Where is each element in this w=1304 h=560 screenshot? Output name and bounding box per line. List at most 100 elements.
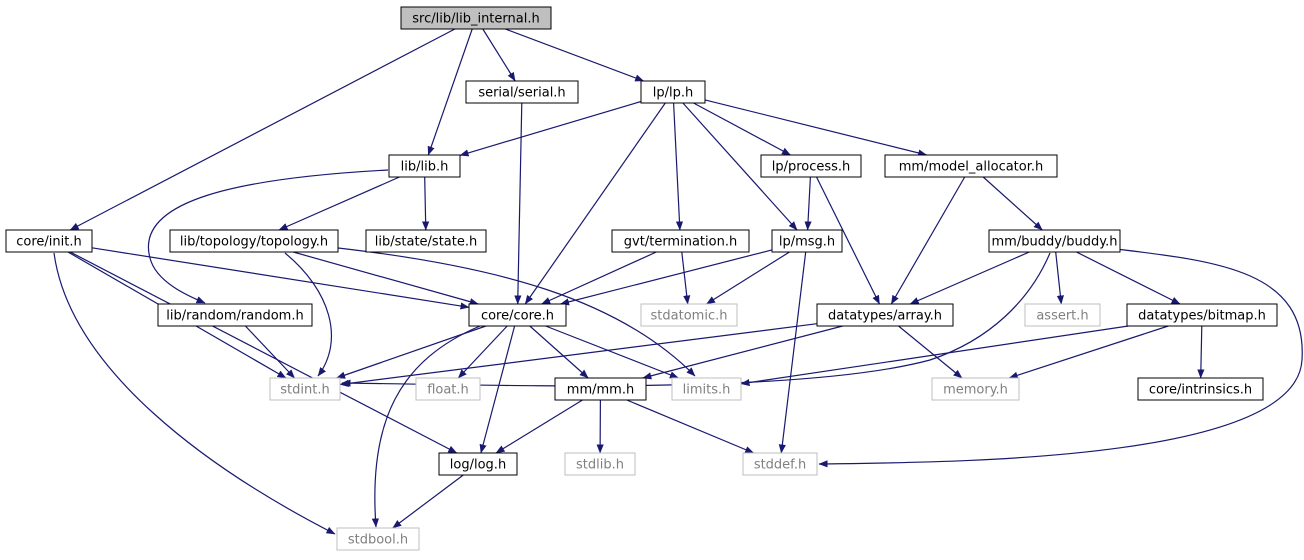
edge-buddy-to-bitmap: [1076, 251, 1181, 305]
edge-bitmap-to-limits: [740, 325, 1129, 387]
node-box-random: [157, 303, 313, 327]
edge-array-to-mm: [642, 325, 843, 380]
node-box-mm: [554, 377, 647, 401]
node-bitmap[interactable]: datatypes/bitmap.h: [1126, 303, 1278, 327]
node-stdatomic: stdatomic.h: [640, 303, 738, 327]
edge-bitmap-to-memory: [1008, 325, 1169, 379]
edge-topology-to-limits: [319, 245, 696, 377]
node-label-model_allocator: mm/model_allocator.h: [899, 160, 1044, 175]
edge-lp-to-msg: [682, 102, 798, 231]
node-box-intrinsics: [1137, 377, 1264, 401]
node-label-init: core/init.h: [16, 235, 81, 250]
node-box-memory: [931, 377, 1020, 401]
node-box-lp: [640, 80, 706, 104]
node-label-limits: limits.h: [683, 383, 731, 398]
edge-core-to-stdbool: [371, 325, 481, 528]
node-memory: memory.h: [931, 377, 1020, 401]
edge-lib_internal-to-init: [69, 28, 456, 231]
edge-model_allocator-to-buddy: [982, 176, 1043, 231]
node-termination[interactable]: gvt/termination.h: [611, 229, 750, 253]
node-box-stddef: [742, 452, 818, 476]
node-box-array: [816, 303, 954, 327]
edge-topology-to-stdint: [284, 252, 332, 377]
node-stdlib: stdlib.h: [564, 452, 636, 476]
node-layer: src/lib/lib_internal.h serial/serial.h lp/…: [5, 6, 1278, 551]
edge-lib_internal-to-serial: [482, 28, 516, 82]
edge-array-to-memory: [898, 325, 963, 379]
node-label-topology: lib/topology/topology.h: [180, 235, 328, 250]
edge-core-to-float: [457, 325, 508, 379]
node-label-stdlib: stdlib.h: [576, 458, 624, 473]
node-serial[interactable]: serial/serial.h: [465, 80, 579, 104]
node-label-core: core/core.h: [481, 309, 554, 324]
node-msg[interactable]: lp/msg.h: [771, 229, 843, 253]
edge-termination-to-stdatomic: [681, 251, 691, 305]
node-box-msg: [771, 229, 843, 253]
node-array[interactable]: datatypes/array.h: [816, 303, 954, 327]
node-state[interactable]: lib/state/state.h: [365, 229, 487, 253]
node-label-stddef: stddef.h: [754, 458, 806, 473]
edge-lib_internal-to-lp: [505, 28, 645, 82]
node-box-bitmap: [1126, 303, 1278, 327]
edge-lib-to-random: [147, 169, 389, 304]
edge-lp-to-core: [524, 102, 666, 305]
node-box-state: [365, 229, 487, 253]
node-box-core: [468, 303, 567, 327]
node-box-stdlib: [564, 452, 636, 476]
node-box-buddy: [988, 229, 1121, 253]
node-box-limits: [671, 377, 742, 401]
node-intrinsics[interactable]: core/intrinsics.h: [1137, 377, 1264, 401]
edge-init-to-stdbool: [53, 252, 336, 535]
node-box-stdint: [269, 377, 341, 401]
node-model_allocator[interactable]: mm/model_allocator.h: [884, 154, 1058, 178]
node-label-msg: lp/msg.h: [779, 235, 835, 250]
node-label-float: float.h: [427, 383, 469, 398]
edge-serial-to-core: [514, 102, 523, 305]
node-log[interactable]: log/log.h: [438, 452, 518, 476]
node-box-process: [760, 154, 862, 178]
edge-core-to-mm: [529, 325, 589, 379]
edge-lp-to-lib: [459, 100, 642, 157]
edge-layer: [53, 28, 1303, 535]
edge-lp-to-process: [693, 102, 791, 156]
node-box-model_allocator: [884, 154, 1058, 178]
node-box-serial: [465, 80, 579, 104]
node-mm[interactable]: mm/mm.h: [554, 377, 647, 401]
edge-init-to-log: [69, 251, 458, 454]
node-box-float: [415, 377, 481, 401]
edge-lp-to-model_allocator: [704, 99, 928, 157]
node-label-intrinsics: core/intrinsics.h: [1149, 383, 1252, 398]
edge-core-to-log: [479, 325, 516, 454]
node-float: float.h: [415, 377, 481, 401]
node-buddy[interactable]: mm/buddy/buddy.h: [988, 229, 1121, 253]
node-box-topology: [169, 229, 339, 253]
node-lp[interactable]: lp/lp.h: [640, 80, 706, 104]
node-label-lib: lib/lib.h: [401, 160, 449, 175]
edge-buddy-to-array: [909, 251, 1030, 305]
edge-core-to-limits: [545, 325, 679, 379]
node-label-mm: mm/mm.h: [567, 383, 634, 398]
node-label-serial: serial/serial.h: [478, 86, 565, 101]
node-label-termination: gvt/termination.h: [624, 235, 737, 250]
node-process[interactable]: lp/process.h: [760, 154, 862, 178]
node-label-stdint: stdint.h: [280, 383, 329, 398]
node-label-bitmap: datatypes/bitmap.h: [1138, 309, 1266, 324]
node-label-stdbool: stdbool.h: [348, 533, 408, 548]
node-label-process: lp/process.h: [772, 160, 851, 175]
node-core[interactable]: core/core.h: [468, 303, 567, 327]
node-label-random: lib/random/random.h: [166, 309, 303, 324]
node-random[interactable]: lib/random/random.h: [157, 303, 313, 327]
node-init[interactable]: core/init.h: [5, 229, 93, 253]
edge-random-to-stdint: [244, 325, 296, 379]
node-lib_internal[interactable]: src/lib/lib_internal.h: [400, 6, 552, 30]
edge-lp-to-termination: [673, 102, 684, 231]
edge-msg-to-core: [560, 249, 773, 306]
node-topology[interactable]: lib/topology/topology.h: [169, 229, 339, 253]
node-lib[interactable]: lib/lib.h: [388, 154, 461, 178]
edge-init-to-core: [91, 247, 470, 310]
node-label-memory: memory.h: [943, 383, 1008, 398]
node-label-stdatomic: stdatomic.h: [651, 309, 728, 324]
edge-lib-to-topology: [278, 176, 400, 231]
node-box-lib_internal: [400, 6, 552, 30]
